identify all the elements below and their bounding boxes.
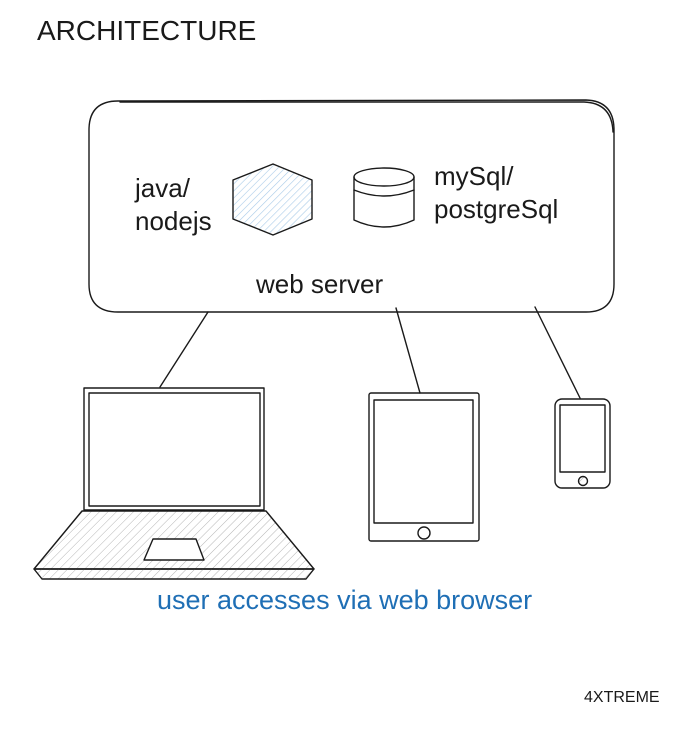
database-label: mySql/ postgreSql	[434, 160, 558, 225]
brand-label: 4XTREME	[584, 689, 660, 706]
phone-icon	[554, 398, 611, 489]
caption: user accesses via web browser	[157, 585, 533, 615]
connector-lines	[159, 306, 581, 399]
runtime-label-text: java/ nodejs	[135, 173, 212, 236]
database-icon	[353, 167, 415, 228]
web-server-label: web server	[256, 269, 384, 299]
web-server-box	[88, 99, 615, 313]
tablet-icon	[368, 392, 480, 542]
hexagon-icon	[232, 163, 313, 236]
runtime-label: java/ nodejs	[135, 172, 212, 237]
database-label-text: mySql/ postgreSql	[434, 161, 559, 224]
diagram-title: ARCHITECTURE	[37, 15, 257, 46]
laptop-icon	[33, 387, 315, 580]
